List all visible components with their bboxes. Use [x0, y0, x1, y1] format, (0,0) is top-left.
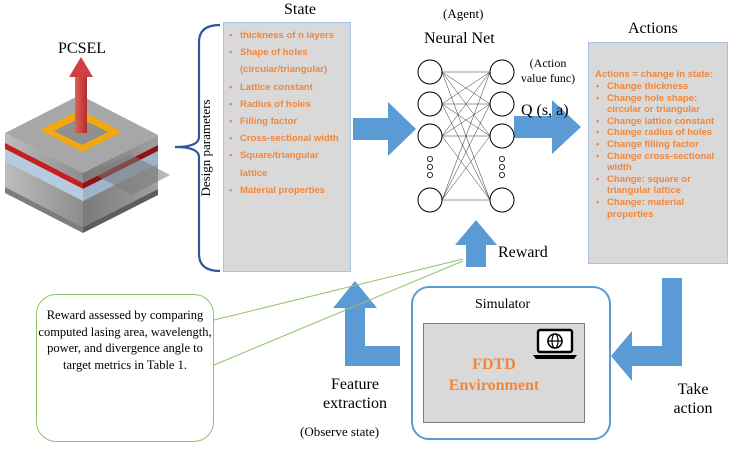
reward-label: Reward: [498, 244, 548, 261]
neural-net-title: Neural Net: [424, 30, 495, 47]
actions-title: Actions: [628, 20, 678, 37]
nn-neuron: [489, 91, 515, 117]
actions-list: Change thickness Change hole shape: circ…: [595, 81, 724, 220]
reward-callout-text: Reward assessed by comparing computed la…: [38, 308, 212, 372]
reward-callout: Reward assessed by comparing computed la…: [36, 294, 214, 442]
nn-connection: [441, 103, 491, 137]
callout-pointer: [213, 260, 464, 366]
nn-neuron: [417, 59, 443, 85]
nn-neuron: [417, 91, 443, 117]
state-item: Lattice constant: [228, 79, 346, 96]
nn-connection: [441, 71, 491, 105]
actions-header: Actions = change in state:: [595, 69, 713, 80]
nn-neuron: [417, 123, 443, 149]
action-item: Change cross-sectional width: [595, 151, 724, 174]
action-item: Change hole shape: circular or triangula…: [595, 93, 724, 116]
state-item: Material properties: [228, 182, 346, 199]
nn-ellipsis-dot: [499, 172, 506, 179]
feature-line2: extraction: [323, 395, 387, 412]
neural-net-diagram: [417, 59, 515, 213]
nn-neuron: [417, 187, 443, 213]
state-parameter-list: thickness of n layers Shape of holes (ci…: [228, 27, 346, 199]
arrow-feature-extraction: [333, 281, 400, 366]
state-item: thickness of n layers: [228, 27, 346, 44]
nn-ellipsis-dot: [426, 156, 433, 163]
nn-ellipsis-dot: [426, 172, 433, 179]
action-item: Change: square or triangular lattice: [595, 174, 724, 197]
state-item: Filling factor: [228, 113, 346, 130]
nn-ellipsis-dot: [499, 156, 506, 163]
state-brace: [174, 23, 221, 273]
nn-connection: [441, 71, 491, 137]
feature-line1: Feature: [331, 376, 379, 393]
state-title: State: [284, 1, 316, 18]
state-item: Square/triangular lattice: [228, 147, 346, 181]
arrow-reward-up: [455, 220, 497, 267]
nn-ellipsis-dot: [426, 164, 433, 171]
fdtd-environment-label: FDTD Environment: [424, 354, 564, 396]
arrow-state-to-agent: [353, 102, 416, 156]
action-item: Change thickness: [595, 81, 724, 93]
q-function-label: Q (s, a): [521, 102, 569, 119]
fdtd-line1: FDTD: [472, 356, 516, 373]
nn-connection: [441, 71, 491, 201]
action-item: Change filling factor: [595, 139, 724, 151]
state-box: thickness of n layers Shape of holes (ci…: [223, 22, 351, 272]
pcsel-label: PCSEL: [58, 40, 107, 57]
state-item: Shape of holes (circular/triangular): [228, 44, 346, 78]
feature-extraction-label: Feature extraction: [296, 375, 414, 413]
arrow-take-action: [611, 278, 682, 381]
laptop-globe-icon: [533, 328, 577, 359]
actions-box: Actions = change in state: Change thickn…: [588, 42, 728, 264]
fdtd-line2: Environment: [448, 377, 540, 394]
action-value-label: (Action value func): [520, 56, 576, 85]
nn-ellipsis-dot: [499, 164, 506, 171]
nn-connection: [441, 103, 491, 201]
callout-pointer: [213, 258, 464, 321]
nn-neuron: [489, 187, 515, 213]
state-item: Cross-sectional width: [228, 130, 346, 147]
agent-tag: (Agent): [443, 6, 484, 21]
action-item: Change lattice constant: [595, 116, 724, 128]
take-action-line2: action: [673, 400, 713, 417]
state-item: Radius of holes: [228, 96, 346, 113]
nn-connection: [441, 135, 491, 201]
nn-neuron: [489, 59, 515, 85]
take-action-label: Take action: [658, 380, 728, 418]
pcsel-device-illustration: [5, 57, 170, 233]
action-item: Change: material properties: [595, 197, 724, 220]
fdtd-environment-box: FDTD Environment: [423, 323, 585, 423]
action-item: Change radius of holes: [595, 127, 724, 139]
nn-neuron: [489, 123, 515, 149]
take-action-line1: Take: [677, 381, 709, 398]
arrow-agent-to-actions: [514, 100, 581, 154]
observe-state-label: (Observe state): [300, 424, 380, 439]
simulator-title: Simulator: [475, 297, 531, 312]
